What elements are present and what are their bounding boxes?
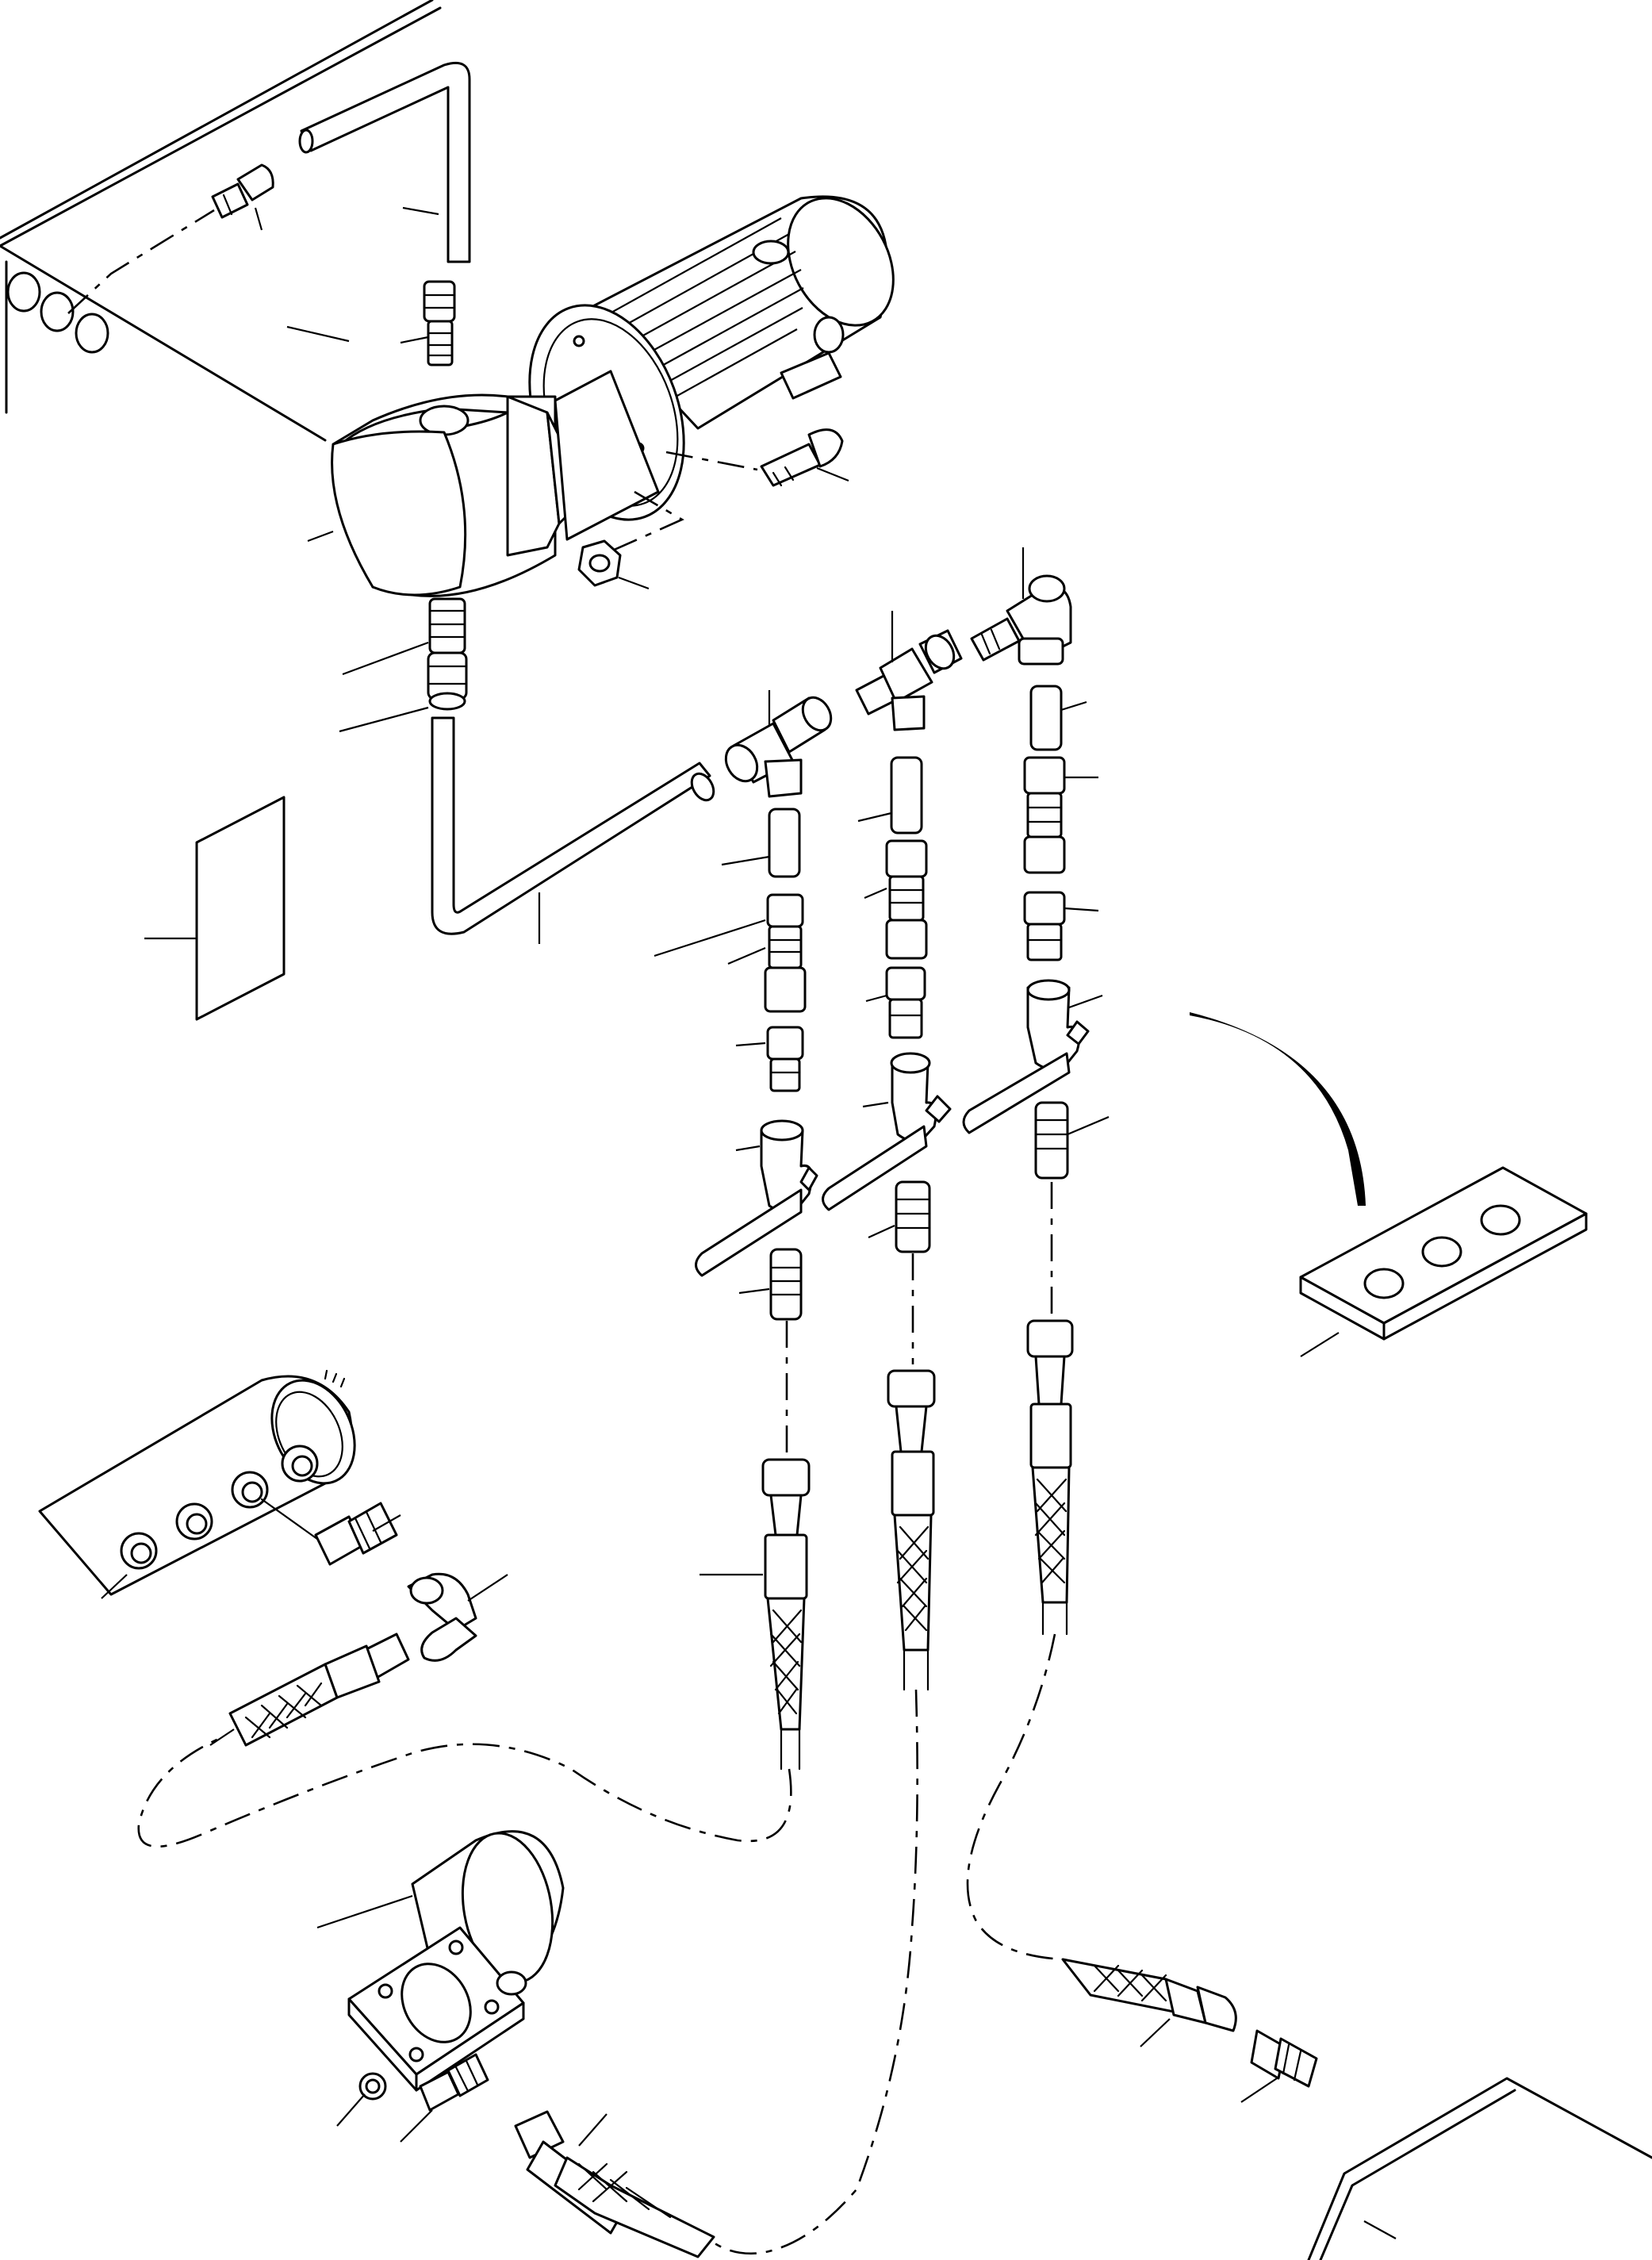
- manifold-connector: [260, 1498, 508, 1662]
- hose-right: [1026, 1319, 1074, 1636]
- inlet-fitting: [286, 280, 456, 366]
- fitting-stack-middle: [857, 756, 928, 1039]
- union-fitting: [764, 893, 807, 1013]
- valve-block: [347, 1926, 527, 2092]
- elbow-fitting-right: [970, 547, 1072, 666]
- hose-routing-middle: [705, 1689, 918, 2255]
- ball-valve-left: [695, 1119, 818, 1321]
- pump-coupling: [554, 370, 660, 541]
- outlet-fitting: [339, 597, 468, 733]
- adapter-fitting: [766, 1026, 804, 1092]
- ball-valve-right: [962, 979, 1110, 1180]
- hose-routing-left: [137, 1736, 792, 1848]
- fitting-stack-right: [1023, 685, 1099, 961]
- tee-fitting-left: [724, 690, 833, 798]
- hose-left: [700, 1458, 811, 1771]
- panel-port: [6, 271, 109, 354]
- valve-block-connector: [336, 2053, 715, 2258]
- ball-valve-middle: [822, 1052, 952, 1253]
- panel-connector: [67, 163, 274, 314]
- suction-tube: [298, 61, 471, 263]
- pressure-tube: [431, 716, 715, 944]
- hose-middle: [887, 1369, 936, 1691]
- hose-right-end: [1061, 1958, 1318, 2103]
- identification-plate: [1299, 1166, 1588, 1357]
- decal-plate: [144, 796, 286, 1021]
- manifold-cylinder: [38, 1369, 356, 1599]
- callout-arrow: [1190, 1012, 1366, 1206]
- pump-mounting-nut: [577, 490, 684, 590]
- hose-routing-right: [966, 1633, 1064, 1961]
- fitting-stack-left: [654, 808, 807, 1092]
- valve-housing: [1307, 2077, 1652, 2260]
- manifold-port: [120, 1445, 319, 1570]
- pump-mounting-bolt: [665, 428, 849, 487]
- hose-manifold: [209, 1633, 410, 1747]
- tank-panel: [0, 0, 442, 442]
- pump-head: [307, 393, 569, 597]
- tee-fitting-middle: [855, 611, 963, 731]
